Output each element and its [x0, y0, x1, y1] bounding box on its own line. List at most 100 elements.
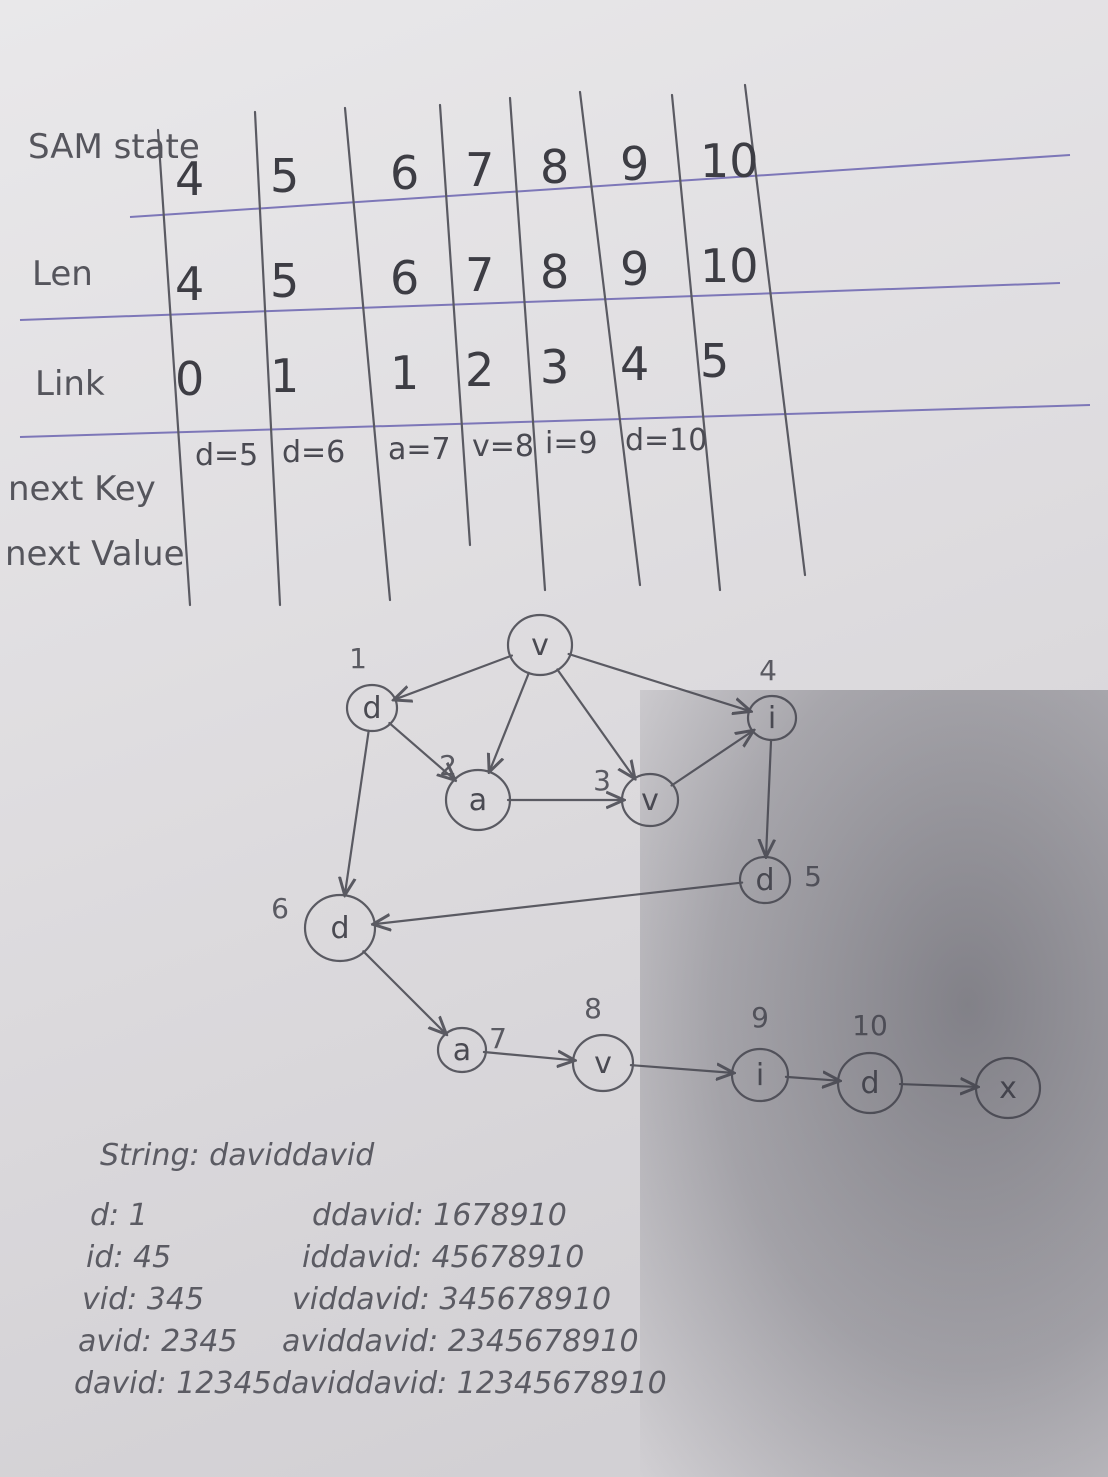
cell-next-key-3: a=7: [388, 432, 451, 467]
node-n11: x: [974, 1056, 1042, 1120]
cell-len-2: 5: [270, 254, 299, 308]
node-char: d: [755, 863, 774, 898]
edge-n4-n5: [766, 738, 771, 857]
row-label-link: Link: [35, 364, 105, 404]
cell-next-key-6: d=10: [625, 423, 707, 458]
node-char: d: [362, 691, 381, 726]
edge-n8-n9: [629, 1065, 734, 1073]
edge-n3-n4: [670, 730, 754, 787]
node-n6: d6: [271, 892, 377, 963]
cell-state-4: 7: [465, 143, 494, 197]
cell-len-5: 8: [540, 245, 569, 299]
node-number: 7: [489, 1022, 507, 1055]
note-right-4: aviddavid: 2345678910: [282, 1324, 639, 1359]
row-label-len: Len: [32, 254, 93, 294]
cell-link-3: 1: [390, 346, 419, 400]
note-left-5: david: 12345: [74, 1366, 272, 1401]
node-char: d: [860, 1066, 879, 1101]
node-n2: a2: [439, 749, 512, 832]
cell-state-2: 5: [270, 149, 299, 203]
cell-link-2: 1: [270, 349, 299, 403]
notes-right: ddavid: 1678910 iddavid: 45678910 viddavid…: [272, 1198, 667, 1401]
note-left-1: d: 1: [90, 1198, 148, 1233]
node-char: i: [756, 1058, 764, 1093]
edge-n9-n10: [784, 1077, 840, 1081]
node-circle: [303, 893, 377, 963]
note-right-5: daviddavid: 12345678910: [272, 1366, 667, 1401]
cell-state-3: 6: [390, 146, 419, 200]
node-number: 1: [349, 642, 367, 675]
node-char: v: [594, 1046, 612, 1081]
row-label-next-key: next Key: [8, 469, 156, 509]
cell-len-6: 9: [620, 242, 649, 296]
cell-len-3: 6: [390, 251, 419, 305]
edge-n6-n7: [362, 950, 446, 1034]
edge-n0-n1: [394, 654, 514, 700]
node-n10: d10: [836, 1009, 904, 1115]
node-char: v: [641, 783, 659, 818]
node-number: 3: [593, 764, 611, 797]
cell-len-1: 4: [175, 257, 204, 311]
edge-n0-n3: [556, 668, 635, 778]
node-char: x: [999, 1071, 1017, 1106]
cell-next-key-2: d=6: [282, 435, 345, 470]
table-grid: [19, 83, 1091, 607]
node-n0: v: [506, 613, 574, 677]
note-left-4: avid: 2345: [78, 1324, 238, 1359]
cell-link-1: 0: [175, 352, 204, 406]
cell-next-key-5: i=9: [545, 426, 598, 461]
row-labels: SAM state Len Link next Key next Value: [5, 127, 200, 574]
cell-state-6: 9: [620, 137, 649, 191]
notes-left: d: 1 id: 45 vid: 345 avid: 2345 david: 12345: [74, 1198, 272, 1401]
node-number: 8: [584, 992, 602, 1025]
node-number: 2: [439, 749, 457, 782]
cell-len-7: 10: [700, 239, 759, 293]
node-n9: i9: [730, 1001, 790, 1103]
cell-link-7: 5: [700, 334, 729, 388]
node-n3: v3: [593, 764, 680, 828]
node-circle: [506, 613, 574, 677]
node-char: d: [330, 911, 349, 946]
node-circle: [436, 1026, 488, 1074]
edge-n1-n6: [345, 729, 370, 896]
node-char: v: [531, 628, 549, 663]
node-number: 9: [751, 1001, 769, 1034]
node-char: a: [453, 1033, 471, 1068]
row-label-next-value: next Value: [5, 534, 185, 574]
note-left-3: vid: 345: [82, 1282, 204, 1317]
note-right-1: ddavid: 1678910: [312, 1198, 567, 1233]
cell-state-5: 8: [540, 140, 569, 194]
note-right-2: iddavid: 45678910: [302, 1240, 584, 1275]
node-n1: d1: [345, 642, 399, 733]
node-number: 5: [804, 860, 822, 893]
row-label-state: SAM state: [28, 127, 200, 167]
cell-next-key-4: v=8: [472, 429, 534, 464]
edge-n1-n2: [388, 721, 455, 780]
string-line: String: daviddavid: [100, 1138, 375, 1173]
edge-n0-n2: [489, 671, 530, 772]
cell-state-7: 10: [700, 134, 759, 188]
note-left-2: id: 45: [86, 1240, 171, 1275]
edge-n5-n6: [373, 881, 744, 925]
node-number: 6: [271, 892, 289, 925]
cell-link-5: 3: [540, 340, 569, 394]
node-circle: [444, 768, 512, 832]
node-n4: i4: [746, 654, 798, 742]
node-n8: v8: [571, 992, 635, 1093]
edge-n7-n8: [482, 1052, 575, 1060]
note-right-3: viddavid: 345678910: [292, 1282, 611, 1317]
cell-link-4: 2: [465, 343, 494, 397]
edge-n10-n11: [898, 1084, 978, 1087]
edge-n0-n4: [567, 652, 751, 711]
node-circle: [345, 683, 399, 733]
cell-state-1: 4: [175, 152, 204, 206]
node-circle: [571, 1033, 635, 1093]
node-char: a: [469, 783, 487, 818]
node-char: i: [768, 701, 776, 736]
node-number: 4: [759, 654, 777, 687]
